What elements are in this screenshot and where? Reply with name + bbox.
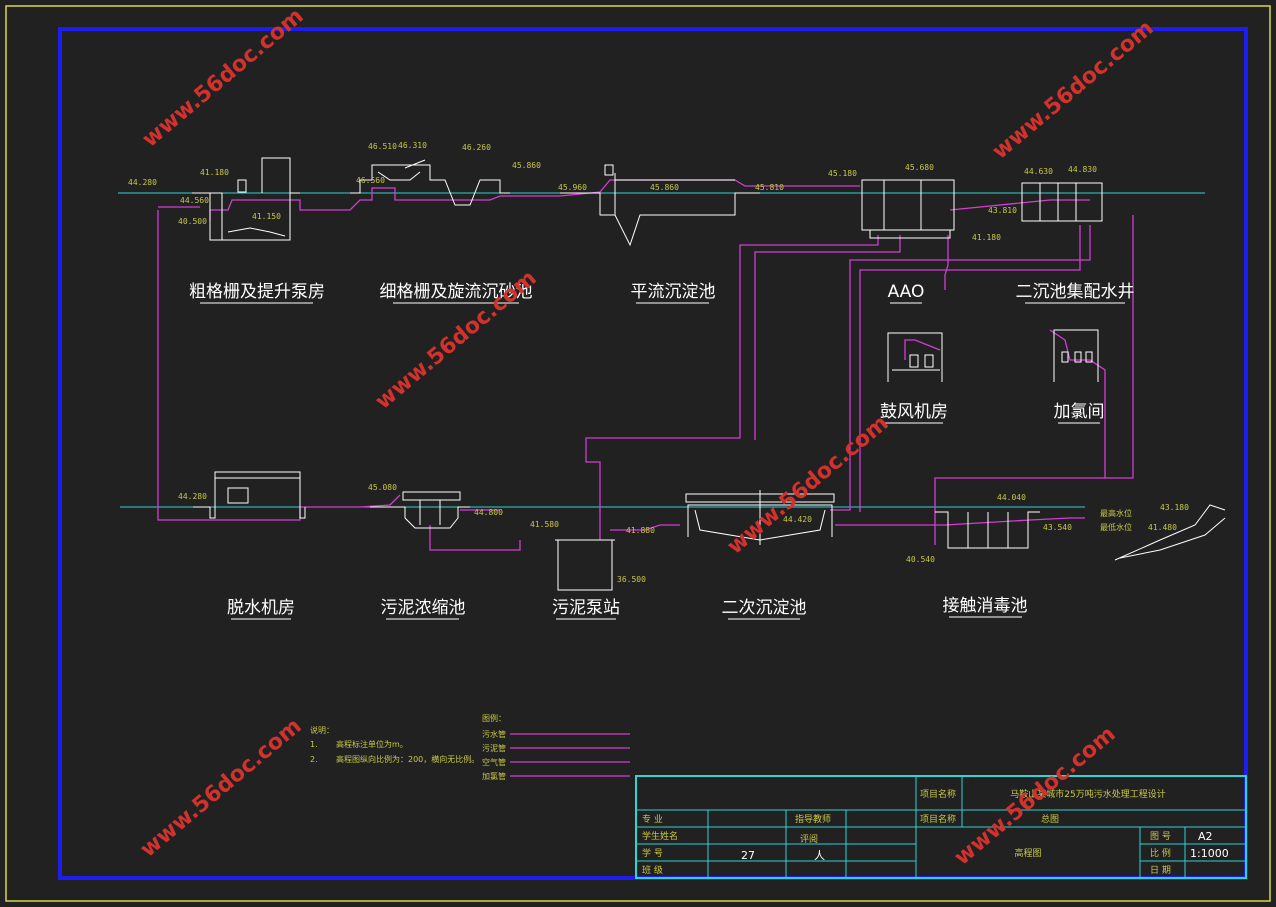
elev-fine-2: 46.310	[398, 141, 427, 150]
tb-date-label: 日 期	[1150, 865, 1171, 876]
tb-sheet-value: A2	[1198, 830, 1213, 843]
elev-coarse-4: 40.500	[178, 217, 207, 226]
elev-pump-1: 41.580	[530, 520, 559, 529]
label-aao: AAO	[888, 282, 925, 302]
outfall-low-label: 最低水位	[1100, 522, 1132, 532]
label-dewatering: 脱水机房	[227, 598, 295, 618]
legend-heading: 图例：	[482, 713, 506, 723]
label-primary-clarifier: 平流沉淀池	[631, 282, 716, 302]
elev-fine-3: 46.260	[462, 143, 491, 152]
tb-sheet-label: 图 号	[1150, 831, 1171, 842]
label-secondary-clarifier: 二次沉淀池	[722, 598, 807, 618]
legend-item-air: 空气管	[482, 757, 506, 767]
note-2-num: 2.	[310, 755, 318, 764]
elev-dewater-1: 44.280	[178, 492, 207, 501]
tb-student-id-value: 27	[741, 849, 755, 862]
elev-sec-1: 44.420	[783, 515, 812, 524]
elev-well-1: 44.630	[1024, 167, 1053, 176]
elev-aao-3: 41.180	[972, 233, 1001, 242]
elev-aao-1: 45.180	[828, 169, 857, 178]
inner-frame	[58, 27, 1248, 880]
tb-drawing-label: 项目名称	[920, 813, 956, 825]
elev-primary-4: 45.810	[755, 183, 784, 192]
tb-class-label: 班 级	[642, 864, 663, 876]
elev-well-3: 43.810	[988, 206, 1017, 215]
notes-heading: 说明：	[310, 725, 334, 735]
elev-outfall-1: 43.180	[1160, 503, 1189, 512]
elev-fine-4: 46.560	[356, 176, 385, 185]
tb-review-label: 评阅	[800, 834, 818, 845]
outfall-flood-label: 最高水位	[1100, 508, 1132, 518]
tb-drawing-title: 高程图	[1014, 847, 1041, 859]
tb-review-value: 人	[814, 849, 825, 862]
label-chlorination: 加氯间	[1054, 402, 1105, 422]
label-fine-screen: 细格栅及旋流沉砂池	[380, 282, 533, 302]
elev-thick-2: 44.800	[474, 508, 503, 517]
notes-block: 说明： 1. 高程标注单位为m。 2. 高程图纵向比例为：200，横向无比例。	[310, 725, 479, 764]
elev-coarse-3: 44.560	[180, 196, 209, 205]
label-coarse-screen: 粗格栅及提升泵房	[189, 282, 325, 302]
tb-drawing-value: 总图	[1041, 813, 1059, 825]
label-contact-tank: 接触消毒池	[943, 596, 1028, 616]
elev-primary-1: 45.860	[512, 161, 541, 170]
elev-pump-2: 41.880	[626, 526, 655, 535]
tb-advisor-label: 指导教师	[795, 813, 831, 825]
elev-aao-2: 45.680	[905, 163, 934, 172]
label-blower: 鼓风机房	[880, 402, 948, 422]
label-thickener: 污泥浓缩池	[381, 598, 466, 618]
unit-labels: 粗格栅及提升泵房 细格栅及旋流沉砂池 平流沉淀池 AAO 二沉池集配水井 鼓风机…	[189, 282, 1135, 618]
elev-contact-1: 44.040	[997, 493, 1026, 502]
legend: 图例： 污水管 污泥管 空气管 加氯管	[482, 713, 630, 781]
tb-project-label: 项目名称	[920, 788, 956, 800]
elevations: 41.180 44.280 44.560 40.500 41.150 46.51…	[128, 141, 1189, 584]
elev-outfall-2: 41.480	[1148, 523, 1177, 532]
watermarks: www.56doc.com www.56doc.com www.56doc.co…	[136, 4, 1159, 871]
tb-scale-label: 比 例	[1150, 847, 1171, 859]
watermark-2: www.56doc.com	[988, 16, 1159, 165]
watermark-1: www.56doc.com	[138, 4, 309, 153]
elev-thick-1: 45.080	[368, 483, 397, 492]
elev-coarse-5: 41.150	[252, 212, 281, 221]
tb-scale-value: 1:1000	[1190, 847, 1229, 860]
tb-student-id-label: 学 号	[642, 847, 663, 859]
note-1-text: 高程标注单位为m。	[336, 739, 408, 749]
elev-well-2: 44.830	[1068, 165, 1097, 174]
elev-primary-3: 45.960	[558, 183, 587, 192]
watermark-4: www.56doc.com	[723, 411, 894, 560]
elev-contact-3: 40.540	[906, 555, 935, 564]
note-2-text: 高程图纵向比例为：200，横向无比例。	[336, 754, 479, 764]
tb-project-value: 马鞍山某城市25万吨污水处理工程设计	[1010, 788, 1165, 800]
watermark-5: www.56doc.com	[136, 714, 307, 863]
tb-major-label: 专 业	[642, 813, 663, 825]
elev-primary-2: 45.860	[650, 183, 679, 192]
elev-pump-3: 36.500	[617, 575, 646, 584]
elev-fine-1: 46.510	[368, 142, 397, 151]
elev-contact-2: 43.540	[1043, 523, 1072, 532]
label-sludge-pump: 污泥泵站	[552, 598, 620, 618]
tb-student-label: 学生姓名	[642, 830, 678, 842]
structures	[192, 157, 1226, 591]
label-distribution-well: 二沉池集配水井	[1016, 282, 1135, 302]
elev-coarse-2: 44.280	[128, 178, 157, 187]
outer-frame	[5, 5, 1271, 902]
label-underlines	[200, 302, 1125, 620]
note-1-num: 1.	[310, 740, 318, 749]
elev-coarse-1: 41.180	[200, 168, 229, 177]
legend-item-chlorine: 加氯管	[482, 771, 506, 781]
legend-item-sewage: 污水管	[482, 729, 506, 739]
title-block: 项目名称 马鞍山某城市25万吨污水处理工程设计 项目名称 总图 专 业 指导教师…	[635, 775, 1247, 879]
legend-item-sludge: 污泥管	[482, 743, 506, 753]
